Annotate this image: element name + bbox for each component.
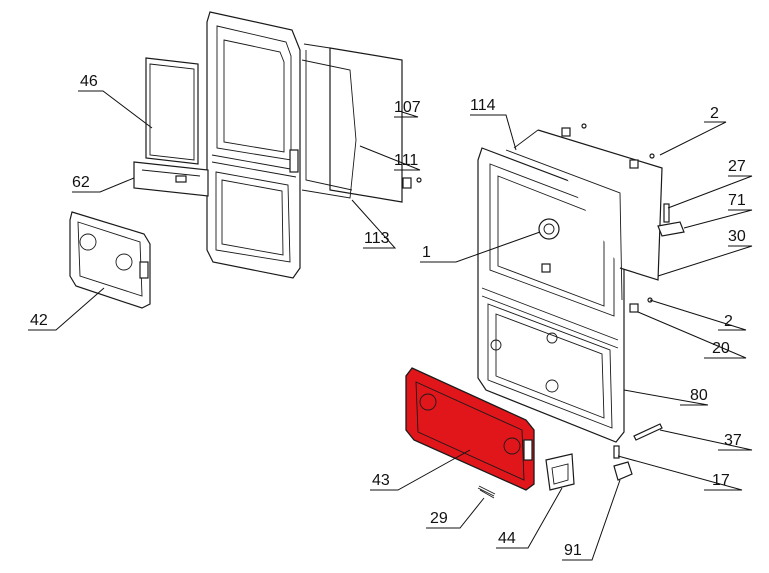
label-37: 37 bbox=[724, 432, 742, 449]
hinge-91 bbox=[613, 461, 633, 481]
label-62: 62 bbox=[72, 174, 90, 191]
left-glass-panel-107 bbox=[299, 43, 403, 203]
glass-panel-46 bbox=[145, 57, 199, 165]
label-107: 107 bbox=[394, 99, 421, 116]
label-114: 114 bbox=[470, 97, 496, 114]
latch-27-71 bbox=[657, 203, 685, 237]
highlighted-door-43 bbox=[405, 367, 535, 491]
label-113: 113 bbox=[364, 230, 390, 247]
label-30: 30 bbox=[728, 228, 746, 245]
part-labels: 46 62 42 107 111 113 114 2 27 71 30 1 2 … bbox=[30, 73, 746, 559]
handle-44 bbox=[545, 453, 575, 491]
label-44: 44 bbox=[498, 530, 516, 547]
label-46: 46 bbox=[80, 73, 98, 90]
label-43: 43 bbox=[372, 472, 390, 489]
leader-lines bbox=[28, 90, 753, 561]
label-17: 17 bbox=[712, 472, 730, 489]
pin-17 bbox=[613, 445, 620, 459]
label-71: 71 bbox=[728, 192, 746, 209]
label-29: 29 bbox=[430, 510, 448, 527]
left-clip bbox=[402, 177, 422, 189]
label-2-bottom: 2 bbox=[724, 313, 733, 330]
spring-29 bbox=[477, 485, 496, 499]
rod-37 bbox=[633, 423, 663, 441]
label-111: 111 bbox=[394, 152, 418, 169]
label-1: 1 bbox=[422, 244, 431, 261]
right-door-frame-80 bbox=[477, 147, 625, 443]
left-door-frame bbox=[206, 11, 301, 279]
right-gasket-114 bbox=[505, 149, 623, 301]
label-91: 91 bbox=[564, 542, 582, 559]
label-2-top: 2 bbox=[710, 105, 719, 122]
label-27: 27 bbox=[728, 158, 746, 175]
bracket-62 bbox=[133, 161, 209, 197]
lower-door-42 bbox=[69, 211, 151, 309]
label-20: 20 bbox=[712, 340, 730, 357]
label-80: 80 bbox=[690, 387, 708, 404]
left-gasket-111 bbox=[301, 59, 357, 199]
label-42: 42 bbox=[30, 312, 48, 329]
